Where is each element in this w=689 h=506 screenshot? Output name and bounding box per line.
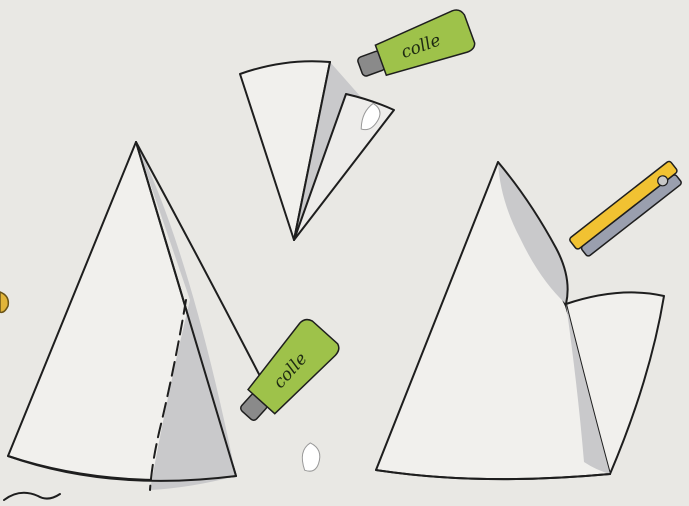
illustration: colle colle bbox=[0, 0, 689, 506]
